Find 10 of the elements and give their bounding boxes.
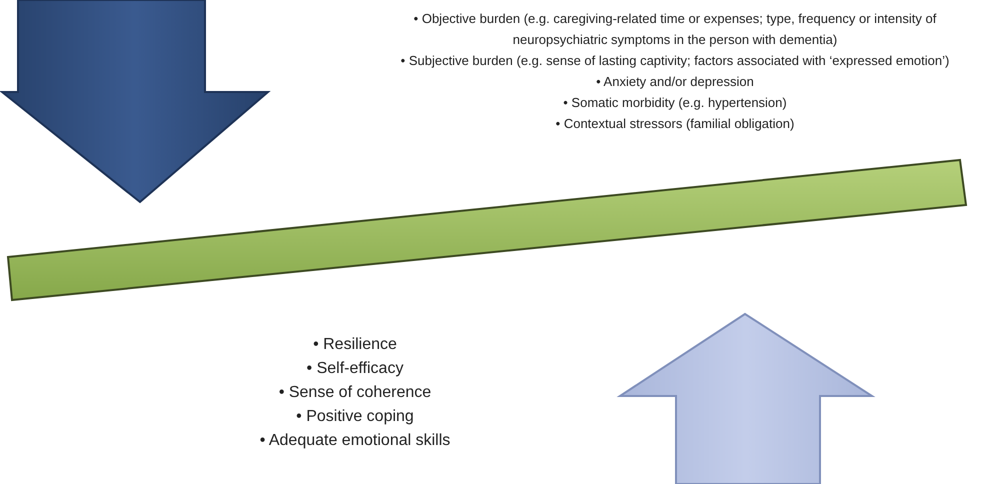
bullet-item: • Anxiety and/or depression xyxy=(595,73,755,91)
bullet-item: • Positive coping xyxy=(295,407,415,427)
bullet-item: • Objective burden (e.g. caregiving-related time or expenses; type, frequency or intensity of neuropsychiatric symptoms in the person with dementia) xyxy=(412,10,938,49)
bullet-item: • Resilience xyxy=(312,335,398,355)
bullet-item: • Somatic morbidity (e.g. hypertension) xyxy=(562,94,788,112)
bullet-item: • Contextual stressors (familial obligation) xyxy=(554,115,796,133)
bullet-item: • Subjective burden (e.g. sense of lasting captivity; factors associated with ‘expressed emotion’) xyxy=(400,52,950,70)
bullet-item: • Self-efficacy xyxy=(306,359,404,379)
bullet-item: • Adequate emotional skills xyxy=(258,431,452,451)
bullet-item: • Sense of coherence xyxy=(278,383,432,403)
